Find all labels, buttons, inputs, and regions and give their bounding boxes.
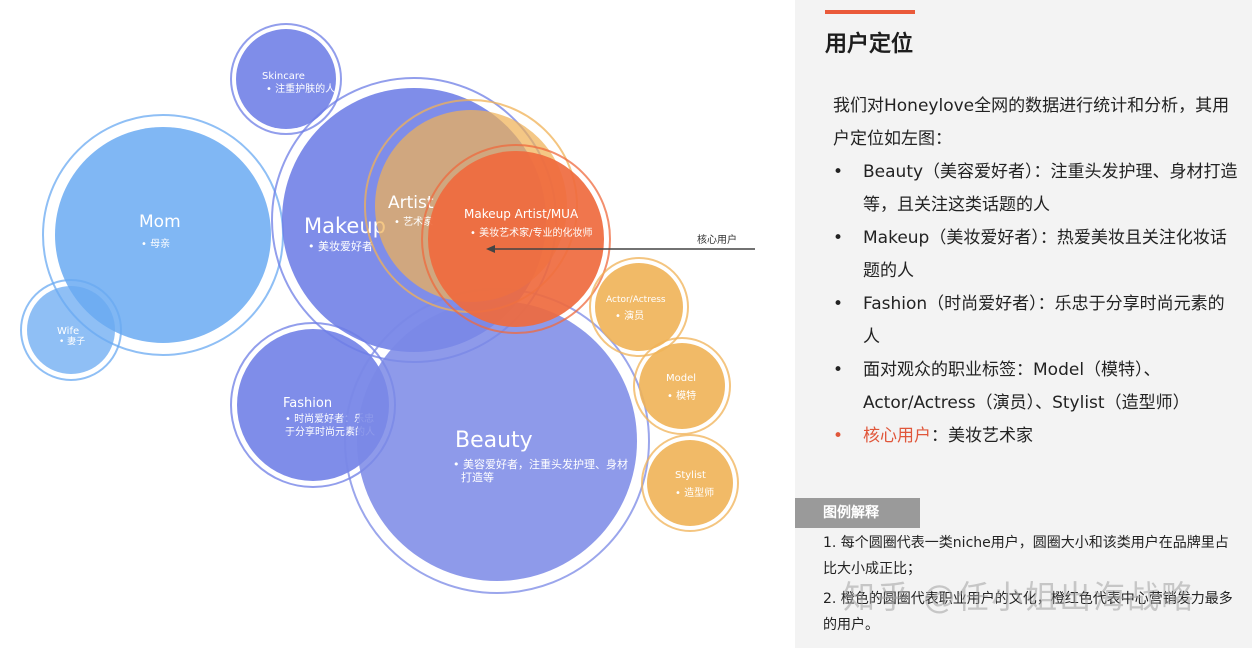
- bubble-name-wife: Wife: [57, 326, 79, 337]
- bubble-fill-actor: [595, 263, 683, 351]
- core-user-callout: 核心用户: [486, 233, 755, 253]
- bubble-wife: Wife• 妻子: [20, 279, 122, 381]
- bubble-name-artist: Artist: [388, 193, 434, 213]
- bullet-text: Makeup（美妆爱好者）：热爱美妆且关注化妆话题的人: [863, 228, 1227, 281]
- bubble-name-skincare: Skincare: [262, 71, 305, 82]
- bullet-item-core-user: • 核心用户：美妆艺术家: [831, 420, 1241, 453]
- bubble-ring-actor: [589, 257, 689, 357]
- bubble-desc-skincare: • 注重护肤的人: [266, 82, 335, 95]
- bubble-desc-actor: • 演员: [615, 309, 644, 322]
- legend-note: 1. 每个圆圈代表一类niche用户，圆圈大小和该类用户在品牌里占比大小成正比；: [823, 535, 1229, 577]
- watermark: 知乎 @任小姐出海战略: [843, 578, 1196, 616]
- bubble-model: Model • 模特: [633, 337, 731, 435]
- bubble-desc-beauty: • 美容爱好者，注重头发护理、身材: [453, 457, 628, 471]
- bullet-dot: •: [833, 228, 844, 248]
- bubble-desc-artist: • 艺术家: [394, 215, 433, 228]
- bubble-ring-mua: [421, 144, 611, 334]
- bullet-dot: •: [833, 294, 844, 314]
- bullet-item: • 面对观众的职业标签：Model（模特）、Actor/Actress（演员）、S…: [831, 354, 1241, 420]
- core-user-label: 核心用户: [697, 233, 737, 246]
- info-panel: 用户定位 我们对Honeylove全网的数据进行统计和分析，其用户定位如左图： …: [795, 0, 1252, 648]
- bubble-fill-model: [639, 343, 725, 429]
- bubble-mom: Mom • 母亲: [42, 114, 284, 356]
- legend-note: 2. 橙色的圆圈代表职业用户的文化，橙红色代表中心营销发力最多的用户。: [823, 591, 1233, 633]
- bubble-ring-model: [633, 337, 731, 435]
- bubble-beauty: Beauty • 美容爱好者，注重头发护理、身材打造等: [344, 288, 650, 594]
- bubble-fill-stylist: [647, 440, 733, 526]
- bubble-name-mom: Mom: [139, 212, 181, 232]
- intro-text: 我们对Honeylove全网的数据进行统计和分析，其用户定位如左图：: [833, 96, 1230, 149]
- bubble-fill-fashion: [237, 329, 389, 481]
- legend-title: 图例解释: [795, 498, 920, 528]
- bubble-desc-wife: • 妻子: [59, 335, 85, 347]
- bubble-desc-mua: • 美妆艺术家/专业的化妆师: [470, 226, 592, 239]
- bullet-list: • Beauty（美容爱好者）：注重头发护理、身材打造等，且关注这类话题的人 • M…: [831, 156, 1241, 453]
- bubble-name-fashion: Fashion: [283, 396, 332, 411]
- bubble-desc-model: • 模特: [667, 390, 696, 402]
- panel-title: 用户定位: [825, 32, 914, 57]
- bubble-name-makeup: Makeup: [304, 214, 386, 238]
- bubble-desc-stylist: • 造型师: [675, 486, 714, 499]
- accent-bar: [825, 10, 915, 14]
- bubble-ring-skincare: [230, 23, 342, 135]
- bubble-fill-mom: [55, 127, 271, 343]
- bubble-fill-beauty: [357, 301, 637, 581]
- bubble-fill-wife: [27, 286, 115, 374]
- bullet-item: • Fashion（时尚爱好者）：乐忠于分享时尚元素的人: [831, 288, 1241, 354]
- bubble-desc-beauty: 打造等: [461, 470, 494, 484]
- core-user-arrowhead: [486, 245, 495, 253]
- bullet-dot: •: [833, 426, 844, 446]
- bullet-dot: •: [833, 162, 844, 182]
- bubble-name-stylist: Stylist: [675, 470, 706, 481]
- bubble-fill-mua: [428, 151, 604, 327]
- bubble-name-beauty: Beauty: [455, 428, 533, 453]
- bubble-desc-fashion: 于分享时尚元素的人: [285, 425, 375, 438]
- bullet-item: • Beauty（美容爱好者）：注重头发护理、身材打造等，且关注这类话题的人: [831, 156, 1241, 222]
- bubble-mua: Makeup Artist/MUA • 美妆艺术家/专业的化妆师: [421, 144, 611, 334]
- bullet-text: 面对观众的职业标签：Model（模特）、Actor/Actress（演员）、St…: [863, 360, 1190, 413]
- core-user-value: ：美妆艺术家: [931, 426, 1033, 446]
- bubble-ring-stylist: [641, 434, 739, 532]
- bubble-fill-skincare: [236, 29, 336, 129]
- bullet-text: Beauty（美容爱好者）：注重头发护理、身材打造等，且关注这类话题的人: [863, 162, 1238, 215]
- bubble-skincare: Skincare• 注重护肤的人: [230, 23, 342, 135]
- bubble-name-model: Model: [666, 373, 696, 384]
- bullet-item: • Makeup（美妆爱好者）：热爱美妆且关注化妆话题的人: [831, 222, 1241, 288]
- bubble-desc-fashion: • 时尚爱好者：乐忠: [285, 412, 374, 425]
- bubble-stylist: Stylist • 造型师: [641, 434, 739, 532]
- legend-notes: 1. 每个圆圈代表一类niche用户，圆圈大小和该类用户在品牌里占比大小成正比；…: [823, 530, 1241, 642]
- user-positioning-bubble-diagram: Mom • 母亲 Wife• 妻子 Makeup• 美妆爱好者 Fashion• 时尚爱…: [20, 23, 755, 594]
- bubble-actor: Actor/Actress • 演员: [589, 257, 689, 357]
- core-user-label: 核心用户: [863, 426, 931, 446]
- bullet-dot: •: [833, 360, 844, 380]
- bubble-desc-makeup: • 美妆爱好者: [308, 239, 373, 253]
- bullet-text: Fashion（时尚爱好者）：乐忠于分享时尚元素的人: [863, 294, 1225, 347]
- bubble-ring-wife: [20, 279, 122, 381]
- bubble-desc-mom: • 母亲: [141, 237, 170, 250]
- bubble-name-mua: Makeup Artist/MUA: [464, 207, 579, 221]
- bubble-name-actor: Actor/Actress: [606, 295, 666, 305]
